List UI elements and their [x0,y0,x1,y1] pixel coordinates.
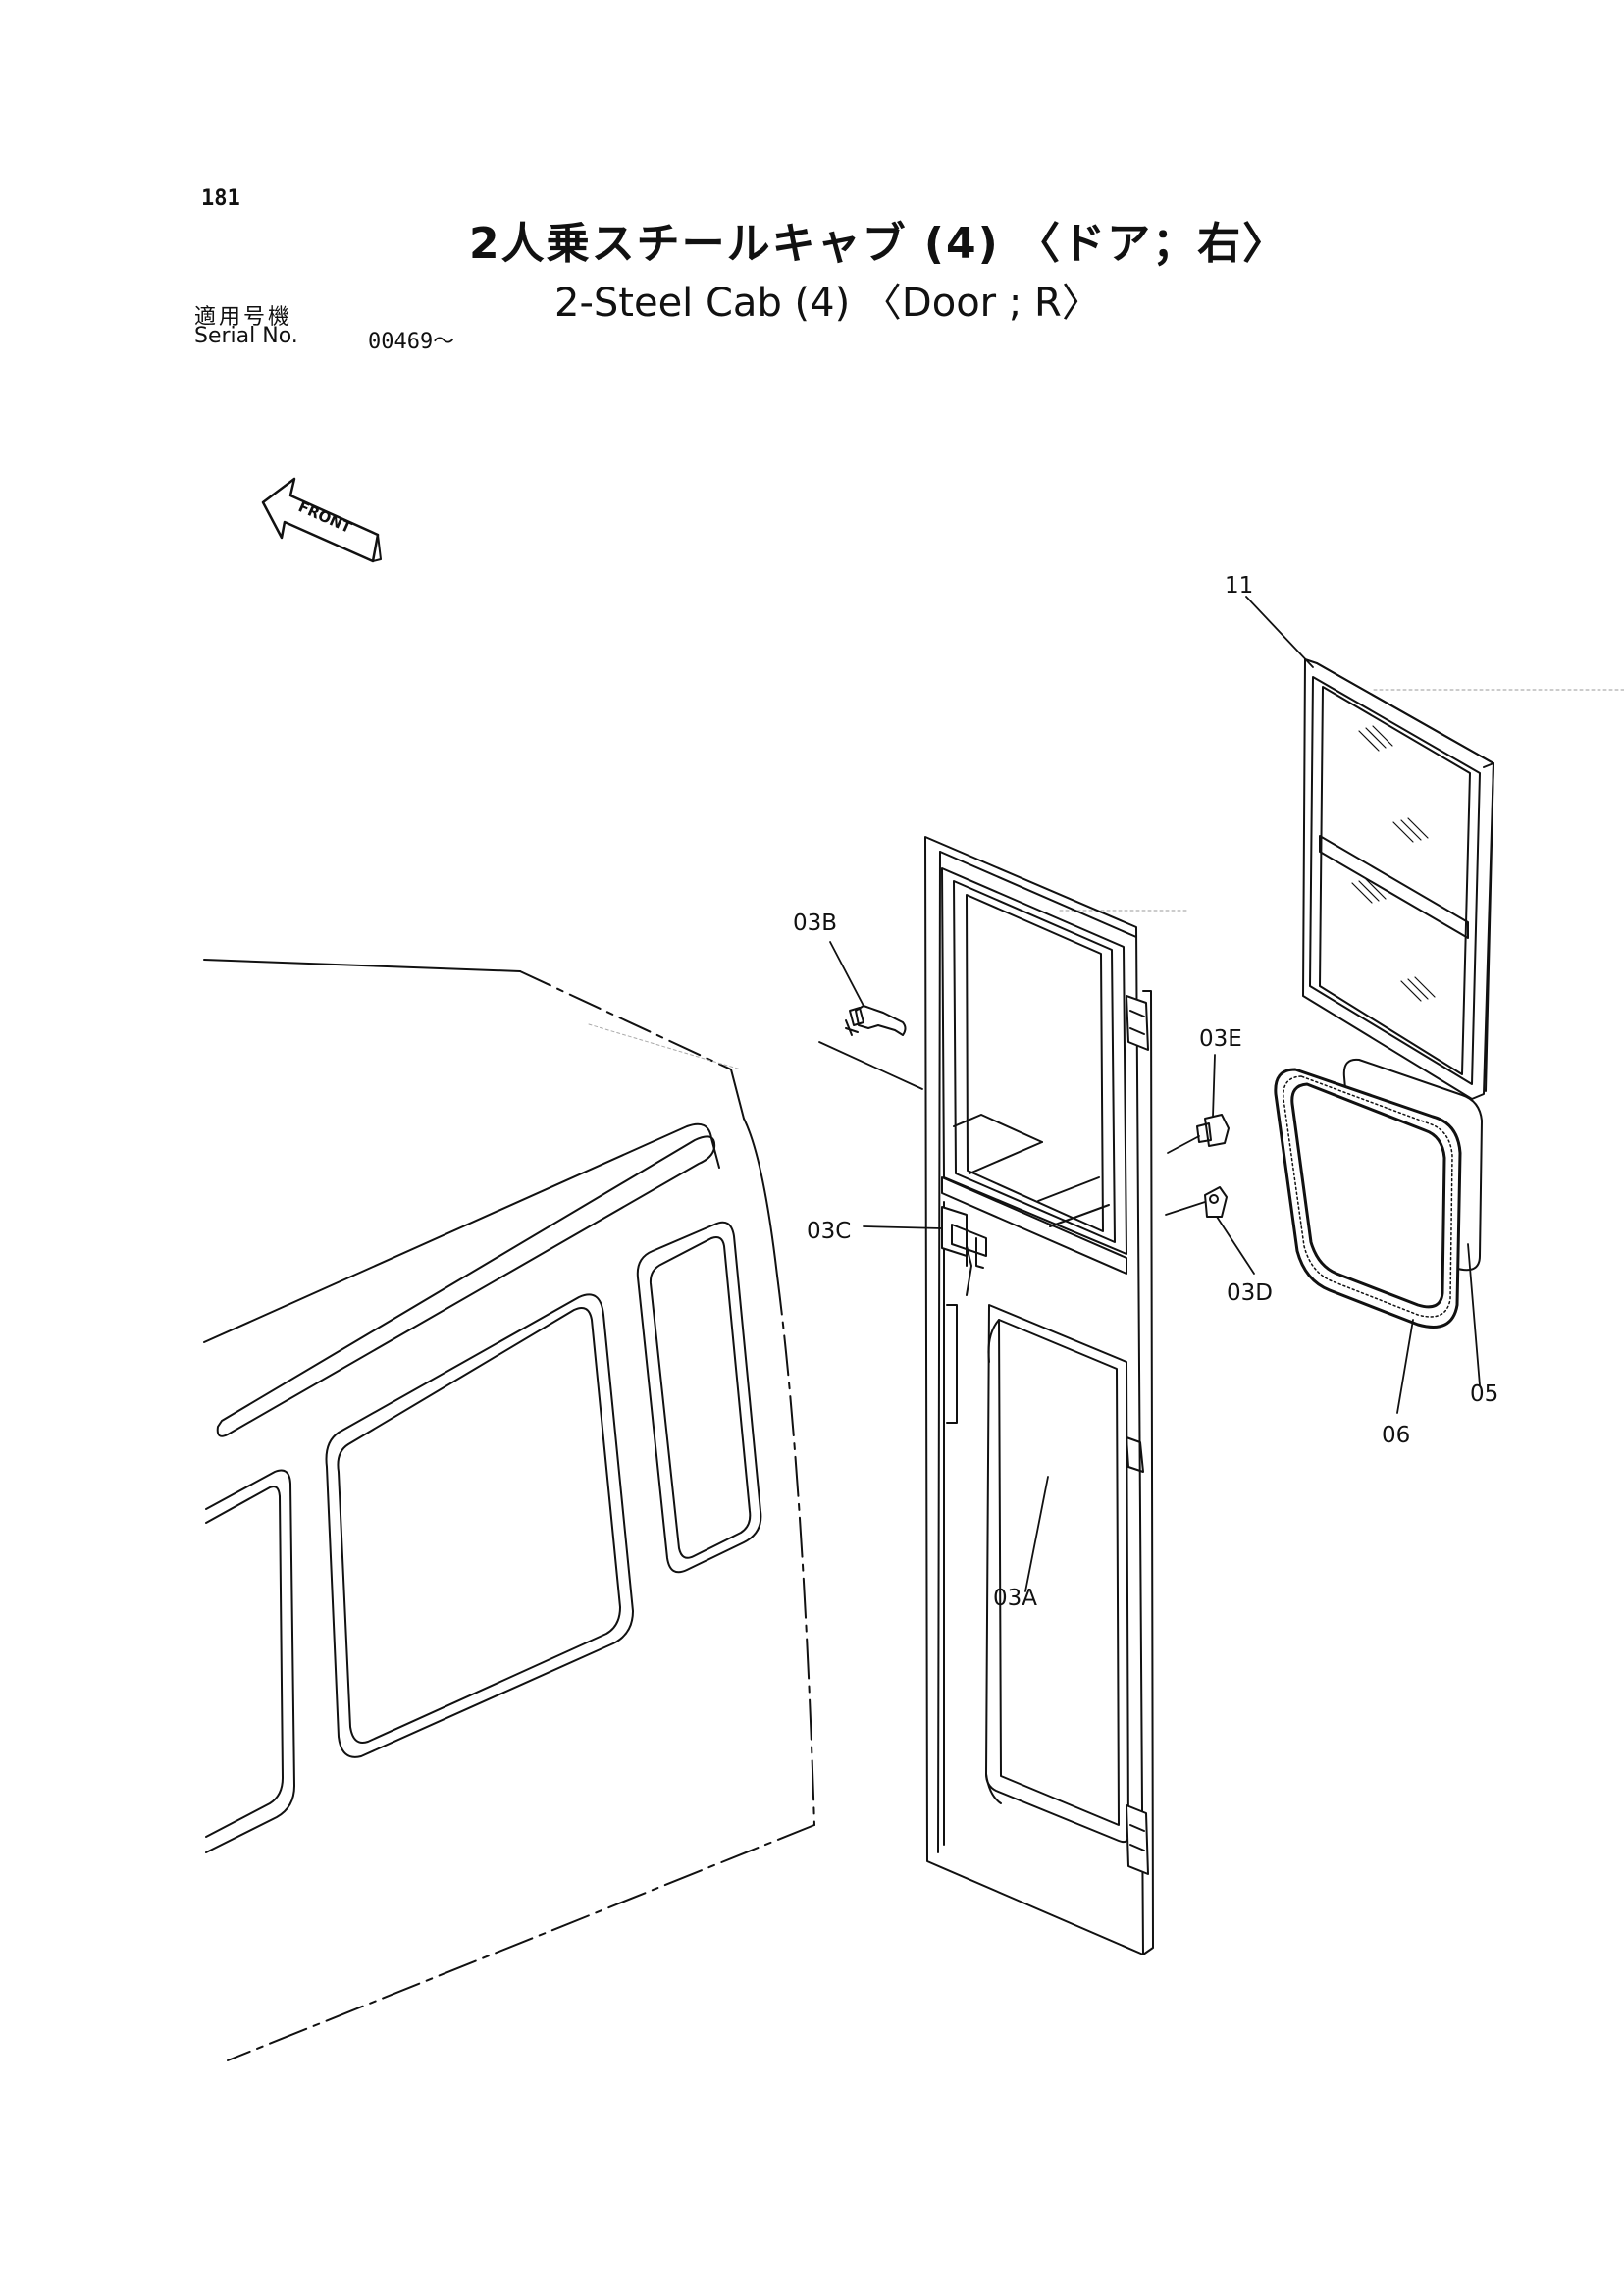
callout-leaders [829,596,1481,1592]
callout-11: 11 [1225,573,1253,599]
callout-03a: 03A [993,1586,1037,1611]
upper-glass-11 [1302,658,1494,1100]
inside-handle-03b [818,1005,923,1090]
stopper-03e [1167,1114,1230,1154]
callout-03e: 03E [1199,1026,1242,1052]
callout-03d: 03D [1227,1280,1273,1306]
callout-05: 05 [1470,1382,1498,1407]
callout-06: 06 [1382,1423,1410,1448]
page-title-english: 2-Steel Cab (4) 〈Door ; R〉 [554,281,1101,326]
callout-03b: 03B [793,911,837,936]
seal-06 [1274,1068,1462,1329]
serial-label-japanese: 適用号機 [194,305,293,330]
page-number: 181 [201,186,240,211]
front-arrow-icon: FRONT [261,477,382,563]
serial-label-english: Serial No. [194,324,298,348]
serial-number-range: 00469～ [368,330,455,354]
leader-guide-lines [1059,689,1624,912]
page-title-japanese: 2人乗スチールキャブ (4) 〈ドア；右〉 [469,219,1288,269]
door-assembly-03a [924,836,1154,1955]
callout-03c: 03C [807,1219,851,1244]
cab-body [203,959,815,2061]
striker-03d [1165,1186,1228,1218]
